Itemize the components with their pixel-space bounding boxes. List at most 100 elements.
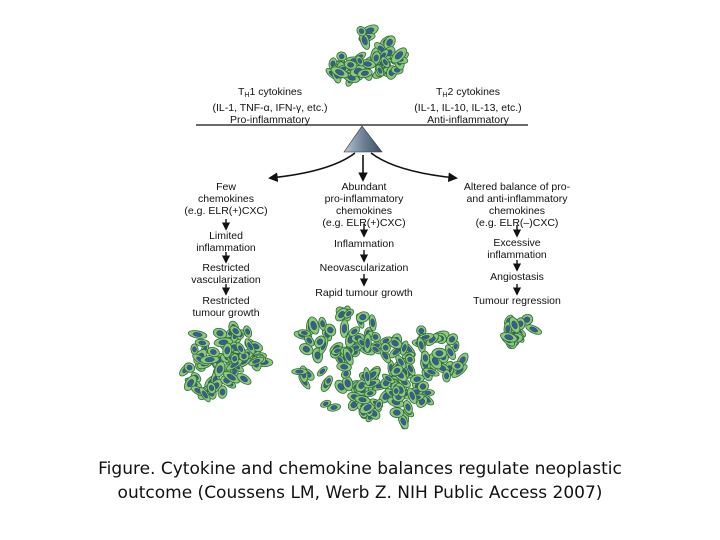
- left-step-restricted-vascularization: Restricted vascularization: [191, 262, 261, 286]
- top-tumour-cluster: [325, 24, 409, 87]
- tumour-cell: [446, 333, 458, 346]
- right-tumour-cluster: [500, 313, 543, 349]
- left-step-restricted-tumour-growth: Restricted tumour growth: [192, 295, 260, 319]
- tumour-cell: [370, 331, 381, 343]
- tumour-cell: [320, 399, 332, 408]
- tumour-cell: [380, 56, 390, 69]
- left-step-limited-inflammation: Limited inflammation: [196, 230, 256, 254]
- tumour-cell: [299, 343, 314, 356]
- tumour-cell: [383, 35, 396, 50]
- arrow-to-left-branch: [268, 152, 356, 183]
- arrow-to-right-branch: [370, 152, 458, 183]
- tumour-cell: [343, 308, 355, 319]
- tumour-cell: [368, 314, 377, 332]
- tumour-cell: [222, 342, 233, 359]
- tumour-cell: [395, 354, 407, 369]
- tumour-cell: [217, 385, 228, 399]
- tumour-cell: [363, 389, 377, 398]
- middle-tumour-cluster: [291, 305, 469, 430]
- right-branch-head: Altered balance of pro- and anti-inflamm…: [463, 181, 571, 229]
- tumour-cell: [391, 47, 407, 64]
- tumour-cell: [363, 333, 372, 353]
- tumour-cell: [442, 369, 452, 383]
- tumour-cell: [356, 26, 367, 37]
- tumour-cell: [403, 400, 413, 415]
- tumour-cell: [343, 60, 358, 70]
- tumour-cell: [297, 329, 312, 337]
- tumour-cell: [230, 353, 240, 365]
- tumour-cell: [316, 366, 328, 377]
- tumour-cell: [340, 369, 352, 379]
- tumour-cell: [417, 380, 429, 393]
- tumour-cell: [371, 51, 381, 65]
- tumour-cell: [330, 66, 349, 79]
- tumour-cell: [326, 403, 342, 412]
- left-tumour-cluster: [179, 320, 274, 403]
- tumour-cell: [214, 361, 226, 378]
- tumour-cell: [381, 373, 395, 384]
- tumour-cell: [324, 375, 333, 387]
- tumour-cell: [235, 342, 246, 355]
- tumour-cell: [291, 368, 308, 376]
- tumour-cell: [423, 367, 440, 377]
- tumour-cell: [409, 374, 425, 385]
- tumour-cell: [336, 51, 348, 62]
- tumour-cell: [374, 398, 383, 411]
- tumour-cell: [183, 362, 196, 373]
- tumour-cell: [248, 356, 265, 366]
- tumour-cell: [342, 347, 354, 366]
- figure-caption-line-1: Figure. Cytokine and chemokine balances …: [98, 459, 622, 479]
- tumour-cell: [307, 316, 320, 335]
- tumour-cell: [244, 338, 256, 355]
- right-step-tumour-regression: Tumour regression: [473, 295, 561, 307]
- balance-fulcrum: [343, 125, 383, 153]
- tumour-cell: [525, 324, 543, 335]
- tumour-cell: [390, 365, 404, 377]
- tumour-cell: [379, 336, 393, 345]
- figure-caption-line-2: outcome (Coussens LM, Werb Z. NIH Public…: [117, 483, 603, 503]
- right-step-excessive-inflammation: Excessive inflammation: [487, 237, 547, 261]
- tumour-cell: [229, 325, 242, 337]
- tumour-cell: [212, 327, 228, 339]
- left-branch-head: Few chemokines (e.g. ELR(+)CXC): [184, 181, 268, 217]
- th1-cytokines-label: TH1 cytokines (IL-1, TNF-α, IFN-γ, etc.)…: [212, 86, 328, 126]
- tumour-cell: [236, 372, 252, 385]
- tumour-cell: [314, 335, 326, 349]
- tumour-cell: [380, 342, 391, 354]
- tumour-cell: [318, 316, 327, 331]
- tumour-cell: [400, 340, 409, 356]
- tumour-cell: [355, 311, 370, 323]
- tumour-cell: [222, 370, 240, 384]
- tumour-cell: [363, 367, 372, 386]
- middle-branch-head: Abundant pro-inflammatory chemokines (e.…: [322, 181, 406, 229]
- tumour-cell: [500, 332, 518, 343]
- tumour-cell: [199, 386, 211, 403]
- middle-step-neovascularization: Neovascularization: [319, 262, 409, 274]
- tumour-cell: [187, 330, 208, 339]
- tumour-cell: [389, 407, 405, 419]
- right-step-angiostasis: Angiostasis: [490, 271, 544, 283]
- tumour-cell: [324, 323, 337, 337]
- tumour-cell: [199, 355, 220, 365]
- tumour-cell: [420, 350, 431, 366]
- tumour-cell: [391, 385, 401, 397]
- tumour-cell: [355, 55, 365, 67]
- tumour-cell: [417, 337, 426, 354]
- tumour-cell: [348, 326, 361, 337]
- tumour-cell: [194, 338, 210, 348]
- tumour-cell: [359, 401, 376, 415]
- th2-cytokines-label: TH2 cytokines (IL-1, IL-10, IL-13, etc.)…: [414, 86, 522, 126]
- tumour-cell: [404, 354, 416, 365]
- tumour-cell: [339, 319, 350, 338]
- middle-step-inflammation: Inflammation: [333, 238, 395, 250]
- tumour-cell: [206, 381, 217, 395]
- tumour-cell: [357, 68, 373, 79]
- tumour-cell: [354, 395, 371, 405]
- tumour-cell: [407, 387, 418, 404]
- tumour-cell: [206, 346, 220, 358]
- middle-step-rapid-tumour-growth: Rapid tumour growth: [315, 287, 413, 299]
- tumour-cell: [508, 316, 521, 334]
- tumour-cell: [375, 64, 385, 77]
